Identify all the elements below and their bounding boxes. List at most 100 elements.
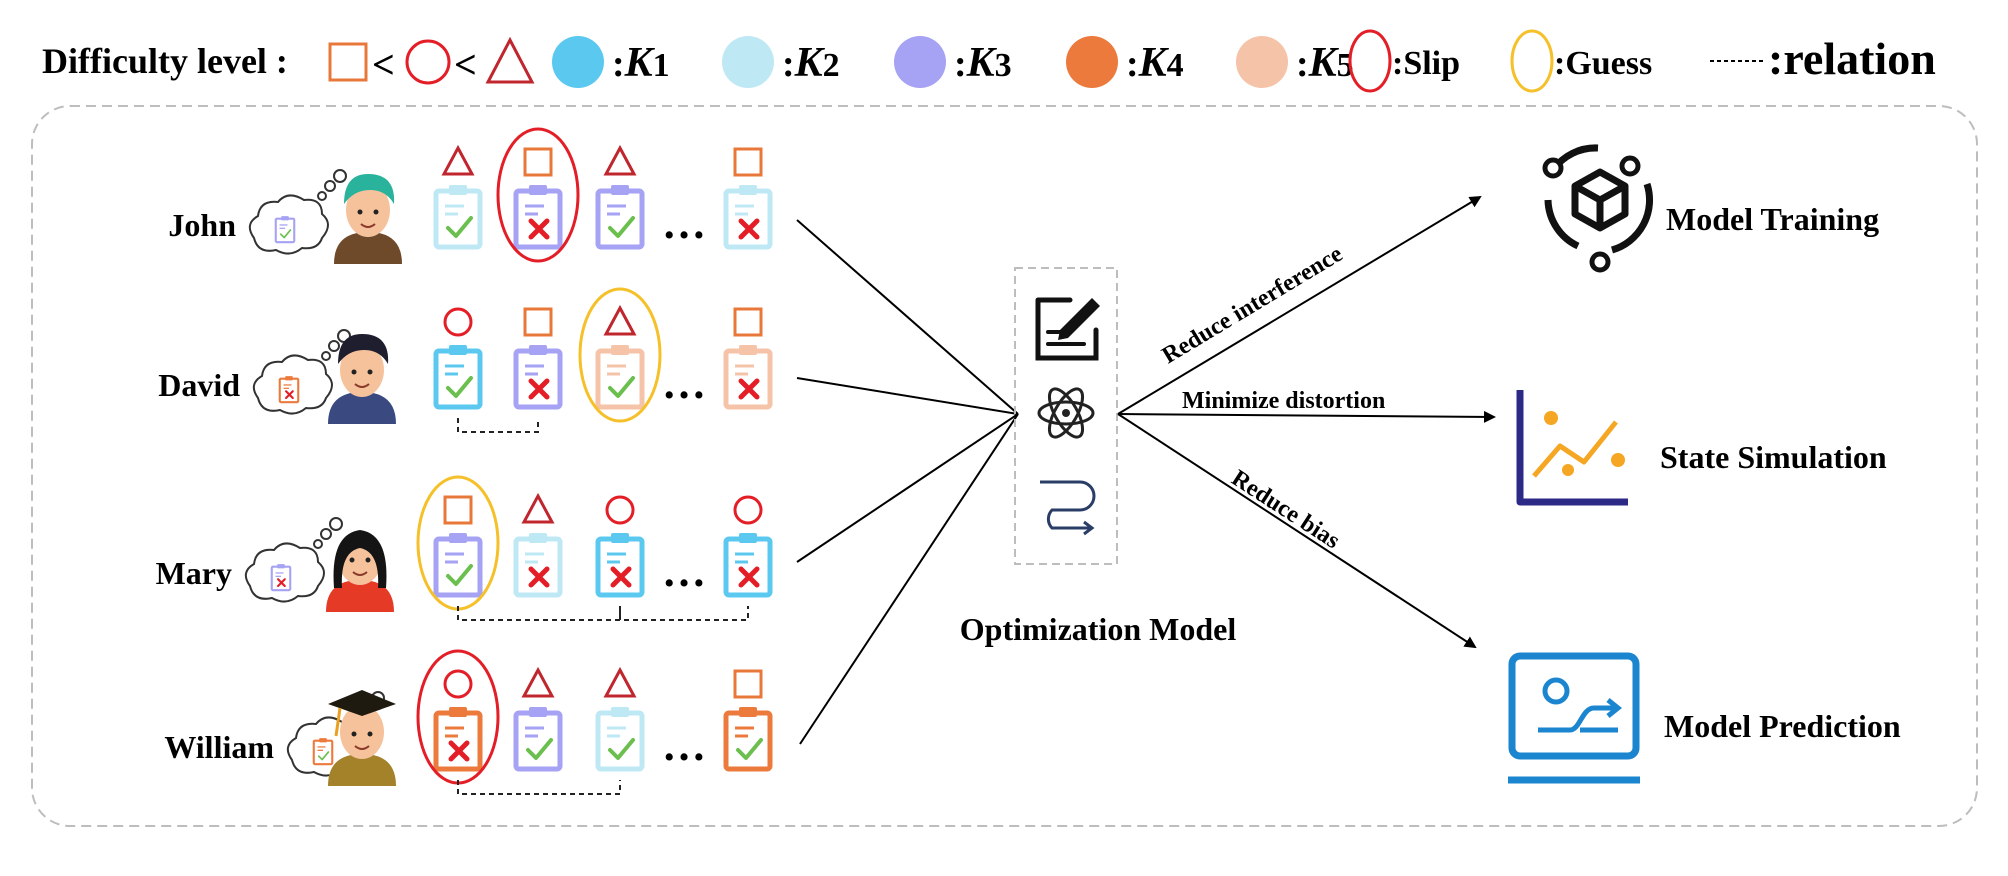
- question-clipboard-icon: [723, 345, 773, 410]
- question-item: [723, 495, 773, 598]
- john-connector: [796, 219, 1019, 415]
- k-number: 1: [653, 47, 670, 84]
- student-name: David: [158, 367, 240, 403]
- cube-cycle-icon: [1542, 144, 1654, 273]
- question-item: [513, 666, 563, 772]
- avatar-david: [328, 334, 396, 424]
- circle-difficulty-icon: [733, 495, 763, 525]
- k-colon: :: [1126, 43, 1139, 85]
- question-item: [433, 307, 483, 410]
- student-row-david: David…: [158, 287, 773, 433]
- triangle-difficulty-icon: [441, 144, 475, 176]
- slip-legend-icon: [1348, 29, 1392, 93]
- optimization-model: Optimization Model: [960, 267, 1237, 647]
- cross-icon: [277, 578, 286, 588]
- relation-line: [457, 418, 539, 433]
- check-icon: [608, 738, 635, 760]
- circle-difficulty-icon: [405, 39, 451, 85]
- cross-icon: [448, 740, 470, 762]
- square-difficulty-icon: [443, 495, 473, 525]
- state-simulation-label: State Simulation: [1660, 439, 1887, 475]
- question-clipboard-icon: [433, 185, 483, 250]
- output-arrows: Reduce interference Minimize distortion …: [1117, 195, 1496, 649]
- k-colon: :: [954, 43, 967, 85]
- circle-difficulty-icon: [443, 669, 473, 699]
- reduce-interference-label: Reduce interference: [1158, 241, 1348, 369]
- cross-icon: [528, 218, 550, 240]
- question-item: [416, 649, 500, 785]
- thought-cloud-icon: [252, 329, 351, 415]
- question-item: [578, 287, 662, 423]
- cross-icon: [528, 566, 550, 588]
- cross-icon: [610, 566, 632, 588]
- difficulty-label: Difficulty level :: [42, 41, 288, 81]
- k-number: 4: [1167, 47, 1184, 84]
- knowledge-legend: :K1:K2:K3:K4:K5: [552, 36, 1354, 88]
- k2-label: :K2: [782, 40, 840, 86]
- circle-difficulty-icon: [443, 307, 473, 337]
- k4-label: :K4: [1126, 40, 1184, 86]
- check-icon: [446, 376, 473, 398]
- slip-marker: [496, 127, 580, 263]
- question-item: [595, 666, 645, 772]
- question-item: [723, 669, 773, 772]
- question-item: [595, 495, 645, 598]
- avatar-william: [328, 690, 396, 786]
- square-difficulty-icon: [733, 147, 763, 177]
- triangle-difficulty-icon: [603, 144, 637, 176]
- student-row-john: John…: [168, 127, 773, 264]
- relation-line: [619, 606, 749, 621]
- k-letter: K: [624, 40, 656, 86]
- avatar-mary: [326, 530, 394, 612]
- question-item: [595, 144, 645, 250]
- check-icon: [608, 216, 635, 238]
- cross-icon: [528, 378, 550, 400]
- model-training-label: Model Training: [1666, 201, 1879, 237]
- question-clipboard-icon: [595, 185, 645, 250]
- question-item: [433, 144, 483, 250]
- student-name: Mary: [156, 555, 232, 591]
- student-name: John: [168, 207, 236, 243]
- k5-label: :K5: [1296, 40, 1354, 86]
- route-icon: [1040, 480, 1096, 536]
- model-prediction-label: Model Prediction: [1664, 708, 1901, 744]
- main-panel: [31, 105, 1978, 827]
- minimize-distortion-label: Minimize distortion: [1182, 388, 1385, 414]
- question-clipboard-icon: [513, 707, 563, 772]
- question-item: [723, 147, 773, 250]
- question-clipboard-icon: [723, 707, 773, 772]
- question-clipboard-icon: [433, 345, 483, 410]
- optimization-label: Optimization Model: [960, 611, 1237, 647]
- william-connector: [799, 413, 1019, 745]
- k1-label: :K1: [612, 40, 670, 86]
- relation-line: [457, 780, 621, 795]
- legend: Difficulty level : < < :K1:K2:K3:K4:K5 :…: [42, 29, 1936, 93]
- question-clipboard-icon: [270, 564, 292, 592]
- avatar-john: [334, 174, 402, 264]
- square-difficulty-icon: [733, 307, 763, 337]
- k4-color-dot: [1066, 36, 1118, 88]
- mary-connector: [796, 413, 1019, 563]
- less-than-sign: <: [454, 42, 477, 87]
- thought-cloud-icon: [248, 169, 347, 255]
- question-clipboard-icon: [312, 738, 334, 766]
- k5-color-dot: [1236, 36, 1288, 88]
- output-training: Model Training: [1542, 144, 1879, 273]
- optimization-box: [1014, 267, 1118, 565]
- k1-color-dot: [552, 36, 604, 88]
- question-clipboard-icon: [723, 533, 773, 598]
- arrow-to-training: [1117, 195, 1482, 415]
- question-clipboard-icon: [723, 185, 773, 250]
- triangle-difficulty-icon: [603, 666, 637, 698]
- question-clipboard-icon: [513, 185, 563, 250]
- monitor-predict-icon: [1508, 652, 1640, 784]
- thought-cloud-icon: [244, 517, 343, 603]
- student-row-mary: Mary …: [156, 475, 773, 621]
- scatter-chart-icon: [1516, 390, 1628, 506]
- triangle-difficulty-icon: [521, 666, 555, 698]
- ellipsis: …: [662, 547, 706, 596]
- k-letter: K: [966, 40, 998, 86]
- question-clipboard-icon: [595, 345, 645, 410]
- cross-icon: [738, 566, 760, 588]
